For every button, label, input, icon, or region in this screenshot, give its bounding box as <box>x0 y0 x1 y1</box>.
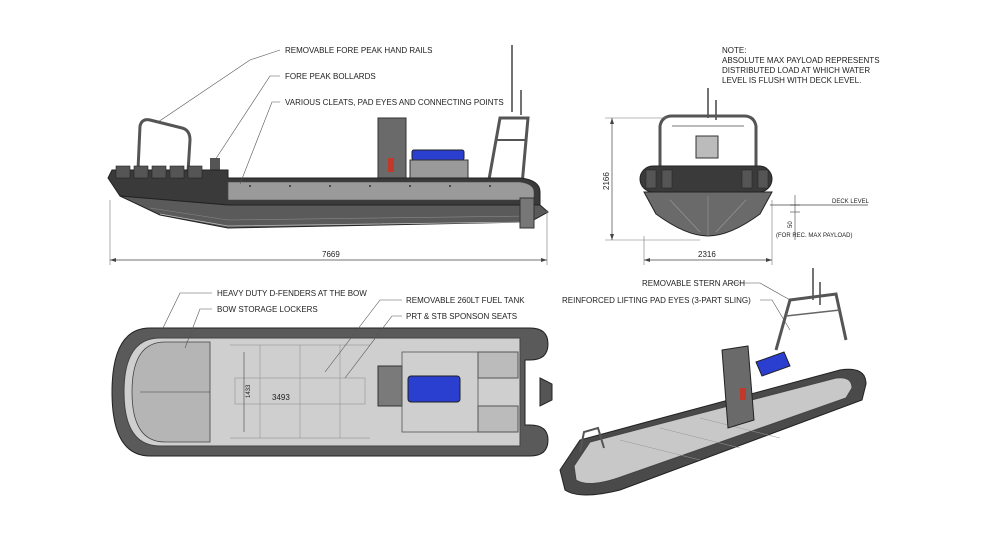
dim-deck-length: 3493 <box>272 393 290 402</box>
top-console <box>377 365 403 407</box>
label-cleats: VARIOUS CLEATS, PAD EYES AND CONNECTING … <box>285 98 504 107</box>
front-arch <box>658 114 758 168</box>
label-bow-lockers: BOW STORAGE LOCKERS <box>217 305 318 314</box>
label-d-fenders: HEAVY DUTY D-FENDERS AT THE BOW <box>217 289 367 298</box>
label-sponson-seats: PRT & STB SPONSON SEATS <box>406 312 517 321</box>
side-view: 7669 <box>107 45 549 265</box>
dim-length: 7669 <box>322 250 340 259</box>
stern-arch <box>486 116 530 186</box>
label-lifting-eyes: REINFORCED LIFTING PAD EYES (3-PART SLIN… <box>562 296 751 305</box>
dim-height: 2166 <box>602 172 611 190</box>
fore-peak-rails <box>136 118 192 173</box>
top-deck <box>123 337 521 447</box>
label-stern-arch: REMOVABLE STERN ARCH <box>642 279 745 288</box>
label-deck-level: DECK LEVEL <box>832 199 870 205</box>
payload-note: NOTE: ABSOLUTE MAX PAYLOAD REPRESENTS DI… <box>722 46 880 85</box>
label-fore-peak-rails: REMOVABLE FORE PEAK HAND RAILS <box>285 46 432 55</box>
dim-deck-width: 1433 <box>246 384 252 398</box>
label-payload: (FOR REC. MAX PAYLOAD) <box>776 233 852 239</box>
iso-console <box>721 345 755 429</box>
top-view: 1433 3493 <box>111 327 553 457</box>
svg-text:NOTE:: NOTE: <box>722 46 746 55</box>
dim-freeboard: 50 <box>788 221 794 228</box>
iso-fuel-tank <box>755 351 791 377</box>
svg-text:DISTRIBUTED LOAD AT WHICH WATE: DISTRIBUTED LOAD AT WHICH WATER <box>722 66 870 75</box>
iso-deck <box>573 377 853 484</box>
top-fuel-tank <box>407 375 461 403</box>
top-view-callouts: HEAVY DUTY D-FENDERS AT THE BOW BOW STOR… <box>161 289 525 379</box>
iso-view <box>559 268 867 496</box>
iso-view-callouts: REMOVABLE STERN ARCH REINFORCED LIFTING … <box>562 279 791 331</box>
svg-text:LEVEL IS FLUSH WITH DECK LEVEL: LEVEL IS FLUSH WITH DECK LEVEL. <box>722 76 861 85</box>
iso-stern-arch <box>774 292 848 351</box>
fuel-tank-side <box>411 149 465 161</box>
svg-text:ABSOLUTE MAX PAYLOAD REPRESENT: ABSOLUTE MAX PAYLOAD REPRESENTS <box>722 56 880 65</box>
front-view: 2166 2316 DECK LEVEL 50 (FOR REC. MAX PA… <box>602 88 870 265</box>
label-fuel-tank: REMOVABLE 260LT FUEL TANK <box>406 296 525 305</box>
side-view-callouts: REMOVABLE FORE PEAK HAND RAILS FORE PEAK… <box>157 46 504 185</box>
dim-beam: 2316 <box>698 250 716 259</box>
label-fore-peak-bollards: FORE PEAK BOLLARDS <box>285 72 376 81</box>
